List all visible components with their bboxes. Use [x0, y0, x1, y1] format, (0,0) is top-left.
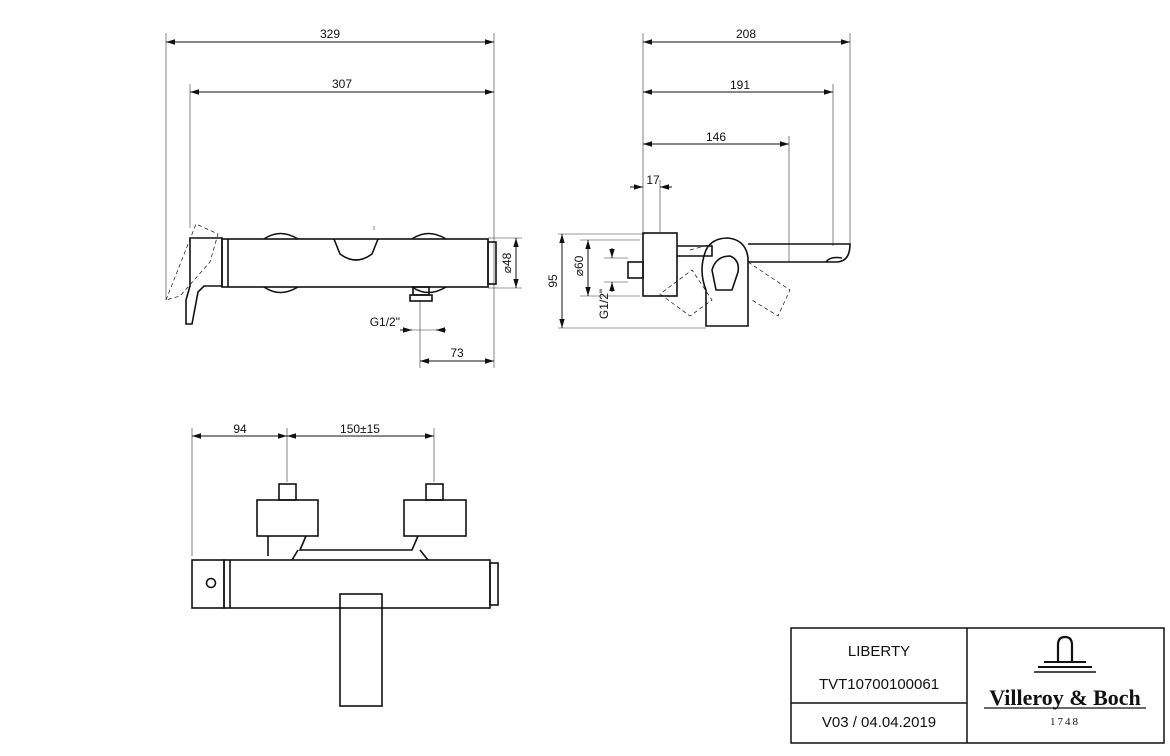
brand-year: 1748: [1050, 716, 1080, 728]
profile-view: [558, 33, 851, 329]
dim-side-thread: G1/2": [370, 315, 400, 329]
dim-side-diameter: ⌀48: [500, 252, 514, 273]
dim-profile-wall: 17: [646, 173, 660, 187]
dim-profile-thread: G1/2": [597, 289, 611, 319]
brand-logo-icon: [1034, 635, 1096, 673]
top-view: [191, 428, 499, 707]
dim-profile-handle: 146: [706, 130, 726, 144]
dim-top-offset: 94: [233, 422, 247, 436]
dim-side-outlet-offset: 73: [450, 346, 464, 360]
profile-view-labels: 208 191 146 17 95 ⌀60 G1/2": [546, 27, 756, 319]
dim-top-spacing: 150±15: [340, 422, 380, 436]
dim-profile-spout: 191: [730, 78, 750, 92]
product-name: LIBERTY: [848, 643, 910, 660]
side-view: [165, 33, 522, 368]
article-number: TVT10700100061: [819, 676, 939, 693]
top-view-labels: 94 150±15: [233, 422, 380, 436]
dim-profile-diameter: ⌀60: [572, 255, 586, 276]
brand-name: Villeroy & Boch: [989, 685, 1141, 710]
dim-side-overall: 329: [320, 27, 340, 41]
dim-profile-height: 95: [546, 274, 560, 288]
title-block: LIBERTY TVT10700100061 V03 / 04.04.2019 …: [790, 627, 1165, 744]
side-view-labels: 329 307 ⌀48 G1/2" 73: [320, 27, 514, 360]
dim-profile-overall: 208: [736, 27, 756, 41]
revision-date: V03 / 04.04.2019: [822, 714, 936, 731]
dim-side-body: 307: [332, 77, 352, 91]
